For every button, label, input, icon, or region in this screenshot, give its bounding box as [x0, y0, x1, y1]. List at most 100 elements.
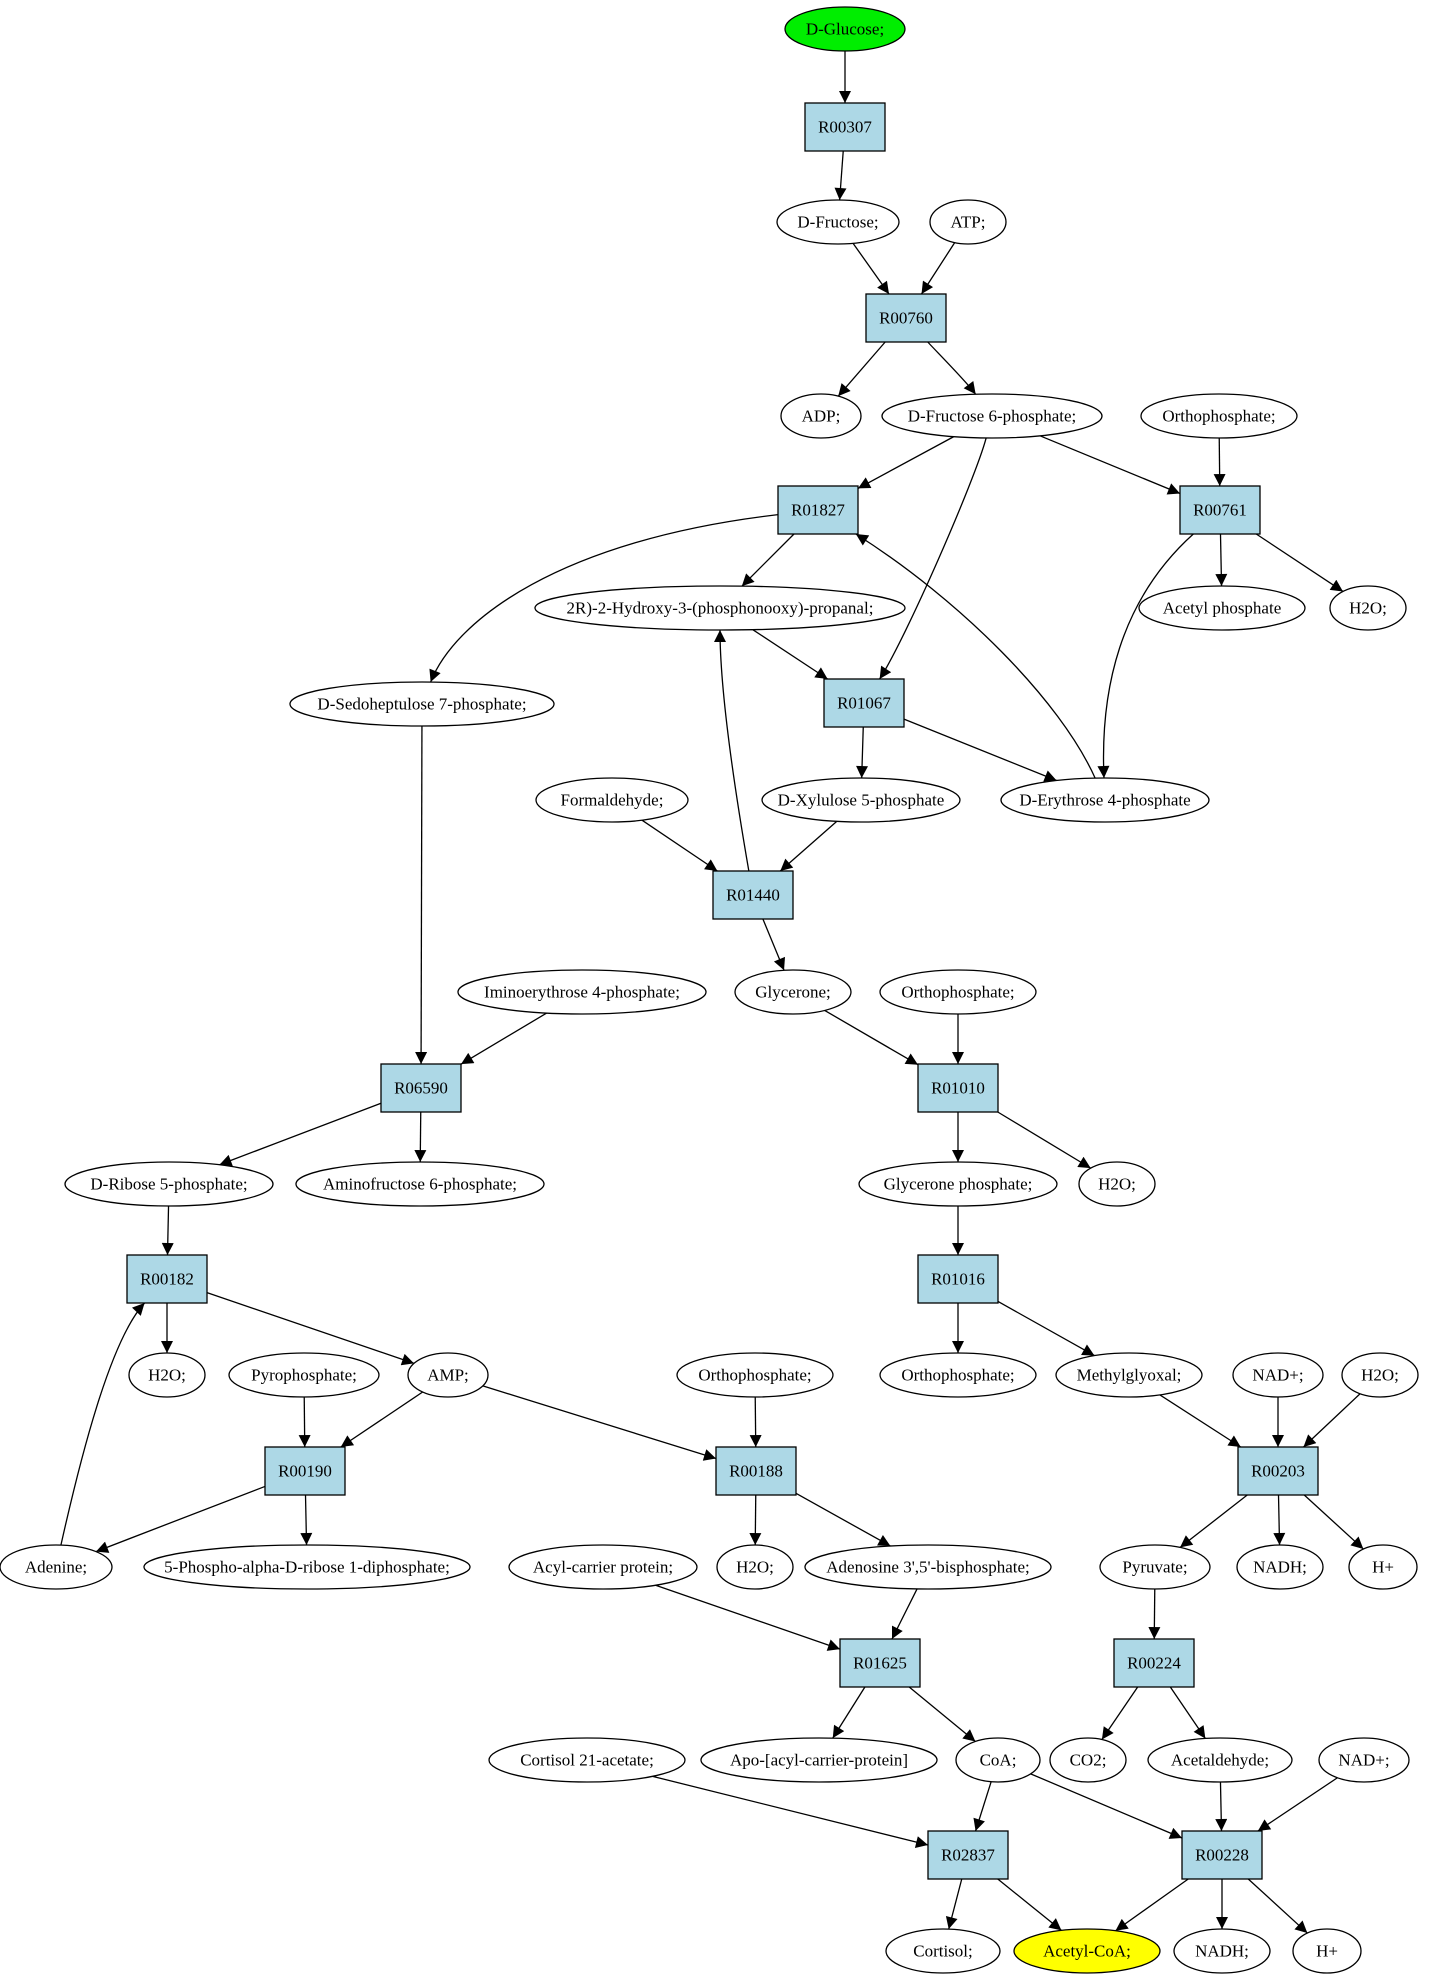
node-label: H2O;: [736, 1558, 774, 1577]
reaction-box: [126, 1254, 208, 1304]
node-label: R01067: [837, 694, 891, 713]
node-label: Formaldehyde;: [561, 791, 664, 810]
reaction-node-R00307: R00307: [804, 102, 886, 152]
node-label: Iminoerythrose 4-phosphate;: [484, 983, 680, 1002]
compound-ellipse: [1138, 585, 1306, 631]
edge-R01440-to-glycerone: [762, 918, 786, 971]
compound-ellipse: [1049, 1737, 1127, 1783]
edge-pyruvate-to-R00224: [1148, 1588, 1161, 1640]
compound-ellipse: [929, 199, 1007, 245]
edge-imino-to-R06590: [460, 1012, 547, 1065]
node-label: Adenine;: [25, 1558, 87, 1577]
node-label: R01010: [931, 1079, 985, 1098]
node-label: H2O;: [1098, 1175, 1136, 1194]
reaction-node-R00188: R00188: [715, 1446, 797, 1496]
node-label: NADH;: [1253, 1558, 1307, 1577]
compound-ellipse: [0, 1544, 113, 1590]
node-label: R00190: [278, 1462, 332, 1481]
edge-R01625-to-apoacp: [832, 1686, 866, 1739]
nodes-layer: D-Glucose;R00307D-Fructose;ATP;R00760ADP…: [0, 6, 1419, 1974]
node-label: R01016: [931, 1270, 985, 1289]
edge-R01827-to-g3p: [741, 533, 795, 587]
compound-ellipse: [1292, 1928, 1362, 1974]
node-label: D-Fructose;: [797, 213, 878, 232]
reaction-box: [839, 1638, 921, 1688]
edge-acetaldehyde-to-R00228: [1215, 1781, 1228, 1832]
edge-R00224-to-acetaldehyde: [1169, 1686, 1206, 1739]
compound-node-f6p: D-Fructose 6-phosphate;: [881, 393, 1103, 439]
compound-node-h2o4: H2O;: [1341, 1352, 1419, 1398]
edge-R00203-to-hplus1: [1303, 1494, 1364, 1550]
reaction-node-R00224: R00224: [1113, 1638, 1195, 1688]
edge-R06590-to-aminof6p: [414, 1111, 427, 1163]
node-label: R06590: [394, 1079, 448, 1098]
reaction-node-R01827: R01827: [777, 485, 859, 535]
compound-node-amp: AMP;: [407, 1352, 489, 1398]
edge-R01067-to-x5p: [856, 726, 869, 779]
edge-R00761-to-acetylp: [1215, 533, 1228, 587]
reaction-box: [1113, 1638, 1195, 1688]
compound-node-nad1: NAD+;: [1232, 1352, 1324, 1398]
compound-node-acetylcoa: Acetyl-CoA;: [1013, 1928, 1161, 1974]
compound-node-pi2: Orthophosphate;: [879, 969, 1037, 1015]
edge-R00203-to-pyruvate: [1179, 1494, 1248, 1548]
compound-ellipse: [535, 777, 689, 823]
node-label: NAD+;: [1338, 1751, 1389, 1770]
compound-node-glycerone: Glycerone;: [734, 969, 852, 1015]
edge-atp-to-R00760: [920, 242, 956, 295]
compound-ellipse: [1232, 1352, 1324, 1398]
reaction-node-R02837: R02837: [927, 1830, 1009, 1880]
edge-f6p-to-R01067: [879, 437, 987, 680]
compound-ellipse: [761, 777, 961, 823]
edge-R00760-to-adp: [837, 341, 886, 397]
compound-ellipse: [1099, 1544, 1211, 1590]
node-label: Cortisol 21-acetate;: [520, 1751, 654, 1770]
reaction-box: [1179, 485, 1261, 535]
node-label: AMP;: [427, 1366, 469, 1385]
compound-ellipse: [716, 1544, 794, 1590]
compound-node-ppi: Pyrophosphate;: [228, 1352, 380, 1398]
compound-node-acetaldehyde: Acetaldehyde;: [1147, 1737, 1293, 1783]
node-label: Cortisol;: [913, 1942, 973, 1961]
compound-ellipse: [676, 1352, 834, 1398]
compound-node-glucose: D-Glucose;: [784, 6, 906, 52]
compound-ellipse: [1348, 1544, 1418, 1590]
node-label: R01625: [853, 1654, 907, 1673]
compound-ellipse: [734, 969, 852, 1015]
compound-node-nad2: NAD+;: [1318, 1737, 1410, 1783]
compound-node-formaldehyde: Formaldehyde;: [535, 777, 689, 823]
node-label: NAD+;: [1252, 1366, 1303, 1385]
compound-ellipse: [1147, 1737, 1293, 1783]
node-label: Acetyl-CoA;: [1043, 1942, 1131, 1961]
compound-ellipse: [1078, 1161, 1156, 1207]
node-label: Acetyl phosphate: [1163, 599, 1282, 618]
compound-ellipse: [1140, 393, 1298, 439]
edge-fructose-to-R00760: [852, 242, 890, 295]
edge-pi1-to-R00761: [1213, 437, 1226, 487]
edge-methylglyoxal-to-R00203: [1159, 1394, 1242, 1448]
compound-ellipse: [780, 393, 862, 439]
compound-node-coa: CoA;: [955, 1737, 1041, 1783]
compound-ellipse: [1055, 1352, 1203, 1398]
edge-glycerone-to-R01010: [824, 1009, 919, 1066]
reaction-box: [712, 870, 794, 920]
edge-f6p-to-R01827: [857, 436, 955, 489]
node-label: D-Fructose 6-phosphate;: [908, 407, 1077, 426]
reaction-box: [715, 1446, 797, 1496]
compound-node-h2o2: H2O;: [1078, 1161, 1156, 1207]
reaction-box: [917, 1254, 999, 1304]
compound-node-s7p: D-Sedoheptulose 7-phosphate;: [289, 681, 555, 727]
compound-ellipse: [143, 1544, 471, 1590]
edge-acp-to-R01625: [655, 1584, 841, 1651]
reaction-node-R00760: R00760: [865, 293, 947, 343]
node-label: D-Xylulose 5-phosphate: [778, 791, 945, 810]
compound-ellipse: [1000, 777, 1210, 823]
edge-R00190-to-adenine: [95, 1485, 266, 1553]
compound-node-pi3: Orthophosphate;: [676, 1352, 834, 1398]
compound-node-x5p: D-Xylulose 5-phosphate: [761, 777, 961, 823]
node-label: 5-Phospho-alpha-D-ribose 1-diphosphate;: [164, 1558, 450, 1577]
compound-node-prpp: 5-Phospho-alpha-D-ribose 1-diphosphate;: [143, 1544, 471, 1590]
reaction-node-R06590: R06590: [380, 1063, 462, 1113]
node-label: R00203: [1251, 1462, 1305, 1481]
reaction-box: [1181, 1830, 1263, 1880]
